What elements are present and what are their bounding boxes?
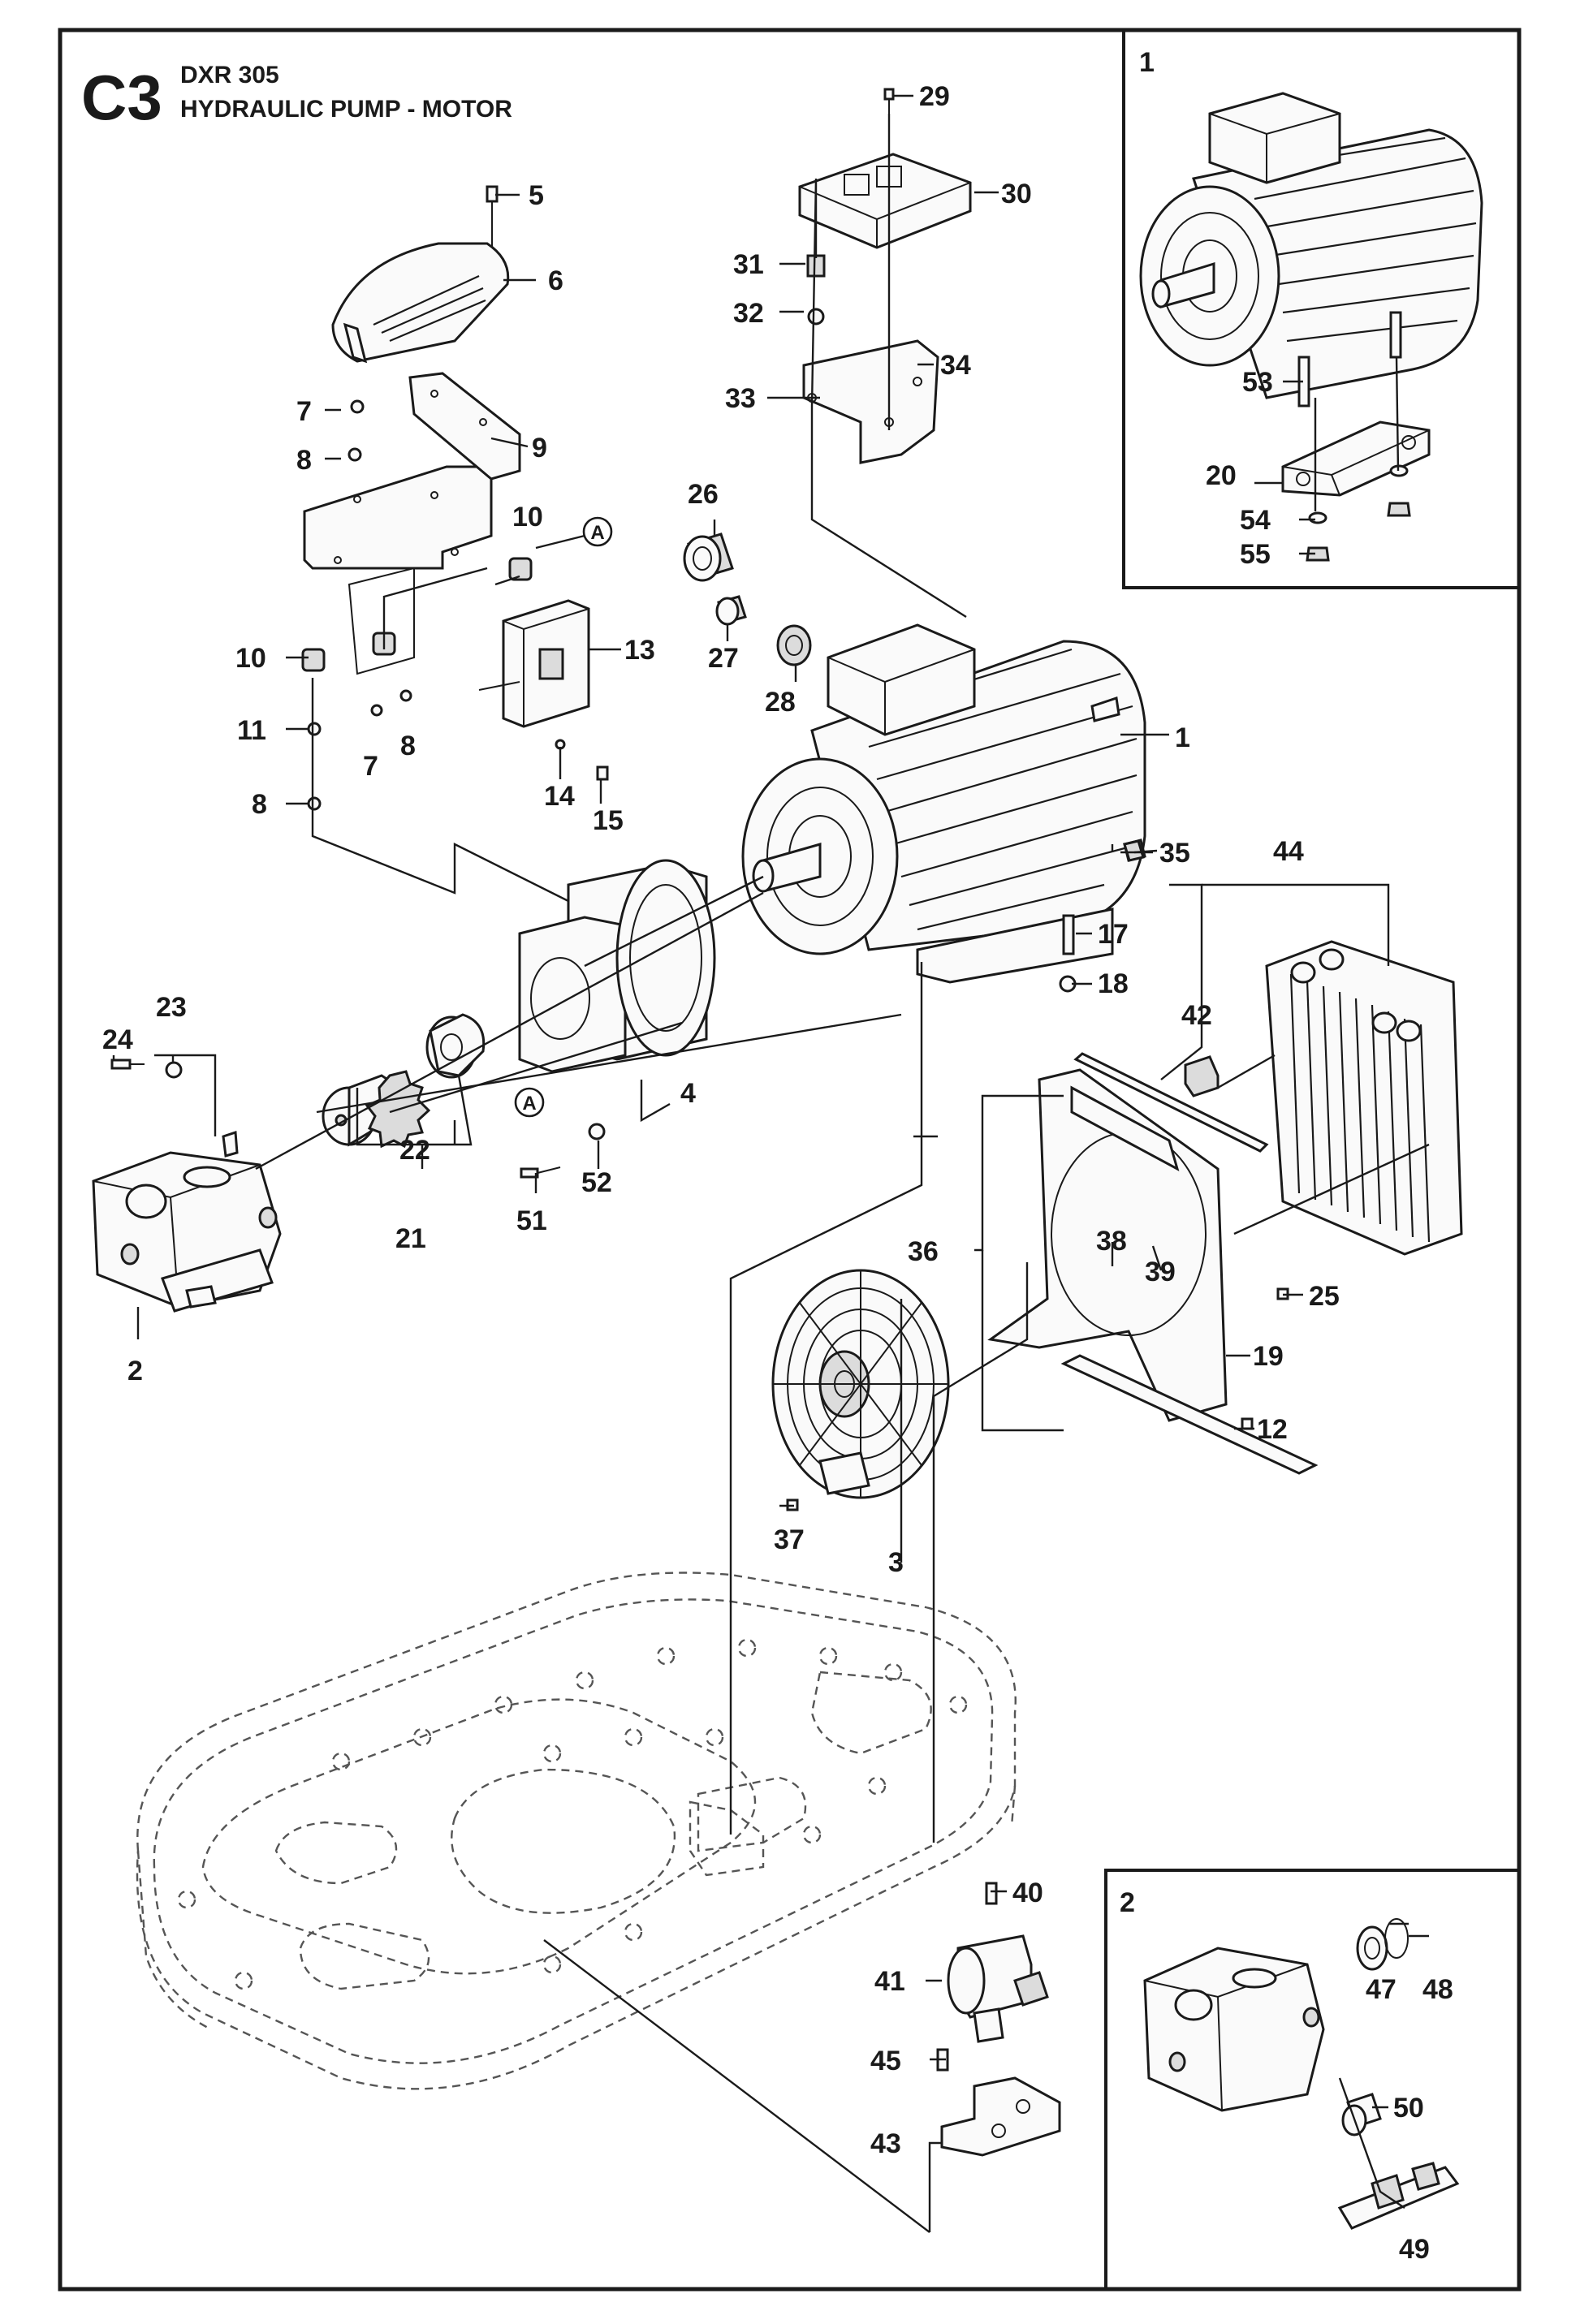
callout-45: 45 <box>870 2046 901 2076</box>
callout-27: 27 <box>708 643 739 674</box>
fan-shroud-part-19 <box>987 1052 1319 1475</box>
callout-40: 40 <box>1012 1878 1043 1908</box>
callout-24: 24 <box>102 1024 133 1055</box>
callout-8-middle: 8 <box>400 731 416 761</box>
callout-22: 22 <box>399 1135 430 1166</box>
controller-part-13 <box>478 599 590 728</box>
callout-43: 43 <box>870 2128 901 2159</box>
callout-36: 36 <box>908 1236 939 1267</box>
callout-54: 54 <box>1240 505 1271 536</box>
callout-29: 29 <box>919 81 950 112</box>
callout-14: 14 <box>544 781 575 812</box>
electric-motor-part-1 <box>741 623 1146 984</box>
diagram-title: HYDRAULIC PUMP - MOTOR <box>180 96 512 123</box>
callout-35: 35 <box>1159 838 1190 869</box>
callout-49: 49 <box>1399 2234 1430 2265</box>
fan-part-3 <box>771 1269 950 1499</box>
callout-52: 52 <box>581 1167 612 1198</box>
callout-5: 5 <box>529 180 544 211</box>
motor-inset-label: 1 <box>1139 47 1155 78</box>
callout-42: 42 <box>1181 1000 1212 1031</box>
callout-3: 3 <box>888 1547 904 1578</box>
callout-15: 15 <box>593 805 624 836</box>
callout-34: 34 <box>940 350 971 381</box>
callout-38: 38 <box>1096 1226 1127 1257</box>
callout-37: 37 <box>774 1524 805 1555</box>
callout-13: 13 <box>624 635 655 666</box>
callout-7-bottom: 7 <box>363 751 378 782</box>
section-code: C3 <box>81 62 162 133</box>
callout-2: 2 <box>127 1356 143 1386</box>
mounting-bracket-part-9 <box>303 372 521 675</box>
hydraulic-pump-part-2 <box>92 1130 282 1313</box>
callout-10-top: 10 <box>512 502 543 532</box>
cover-part-6 <box>331 242 510 364</box>
reference-marker-a-bottom: A <box>514 1087 545 1118</box>
diagram-frame <box>58 28 1522 2292</box>
callout-numbers: 1 2 3 4 5 6 7 7 8 8 8 9 10 10 11 12 13 1… <box>102 81 1453 2265</box>
motor-inset-detail <box>1139 92 1483 562</box>
callout-6: 6 <box>548 265 563 296</box>
callout-8-top: 8 <box>296 445 312 476</box>
callout-31: 31 <box>733 249 764 280</box>
relay-part-41 <box>947 1934 1049 2043</box>
diagram-header: C3 DXR 305 HYDRAULIC PUMP - MOTOR <box>81 62 512 133</box>
pump-inset-label: 2 <box>1120 1887 1135 1918</box>
pump-inset-frame <box>1104 1869 1521 2291</box>
callout-47: 47 <box>1366 1974 1397 2005</box>
pump-inset-detail <box>1143 1918 1460 2230</box>
bracket-part-33 <box>802 339 939 464</box>
bracket-part-43 <box>936 1882 1061 2157</box>
svg-text:A: A <box>590 522 604 544</box>
callout-10-left: 10 <box>235 643 266 674</box>
callout-12: 12 <box>1257 1414 1288 1445</box>
callout-11: 11 <box>237 715 266 746</box>
callout-9: 9 <box>532 433 547 464</box>
callout-53: 53 <box>1242 367 1273 398</box>
callout-1: 1 <box>1175 722 1190 753</box>
callout-23: 23 <box>156 992 187 1023</box>
callout-44: 44 <box>1273 836 1304 867</box>
motor-inset-frame <box>1122 28 1521 589</box>
leader-lines <box>112 94 1430 2233</box>
callout-17: 17 <box>1098 919 1129 950</box>
callout-19: 19 <box>1253 1341 1284 1372</box>
coupling-part-21 <box>322 1013 486 1149</box>
controller-part-30 <box>798 153 972 249</box>
reference-marker-a-top: A <box>582 516 613 547</box>
callout-4: 4 <box>680 1078 696 1109</box>
callout-39: 39 <box>1145 1257 1176 1287</box>
callout-50: 50 <box>1393 2093 1424 2124</box>
callout-55: 55 <box>1240 539 1271 570</box>
callout-21: 21 <box>395 1223 426 1254</box>
callout-30: 30 <box>1001 179 1032 209</box>
model-name: DXR 305 <box>180 62 279 88</box>
callout-33: 33 <box>725 383 756 414</box>
oil-cooler-part-44 <box>1184 940 1463 1256</box>
callout-18: 18 <box>1098 968 1129 999</box>
callout-25: 25 <box>1309 1281 1340 1312</box>
callout-51: 51 <box>516 1205 547 1236</box>
callout-26: 26 <box>688 479 719 510</box>
callout-32: 32 <box>733 298 764 329</box>
callout-28: 28 <box>765 687 796 718</box>
callout-41: 41 <box>874 1966 905 1997</box>
svg-text:A: A <box>522 1093 536 1115</box>
callout-20: 20 <box>1206 460 1237 491</box>
callout-48: 48 <box>1422 1974 1453 2005</box>
callout-8-bottom: 8 <box>252 789 267 820</box>
machine-chassis-outline <box>136 1572 1017 2090</box>
callout-7-top: 7 <box>296 396 312 427</box>
